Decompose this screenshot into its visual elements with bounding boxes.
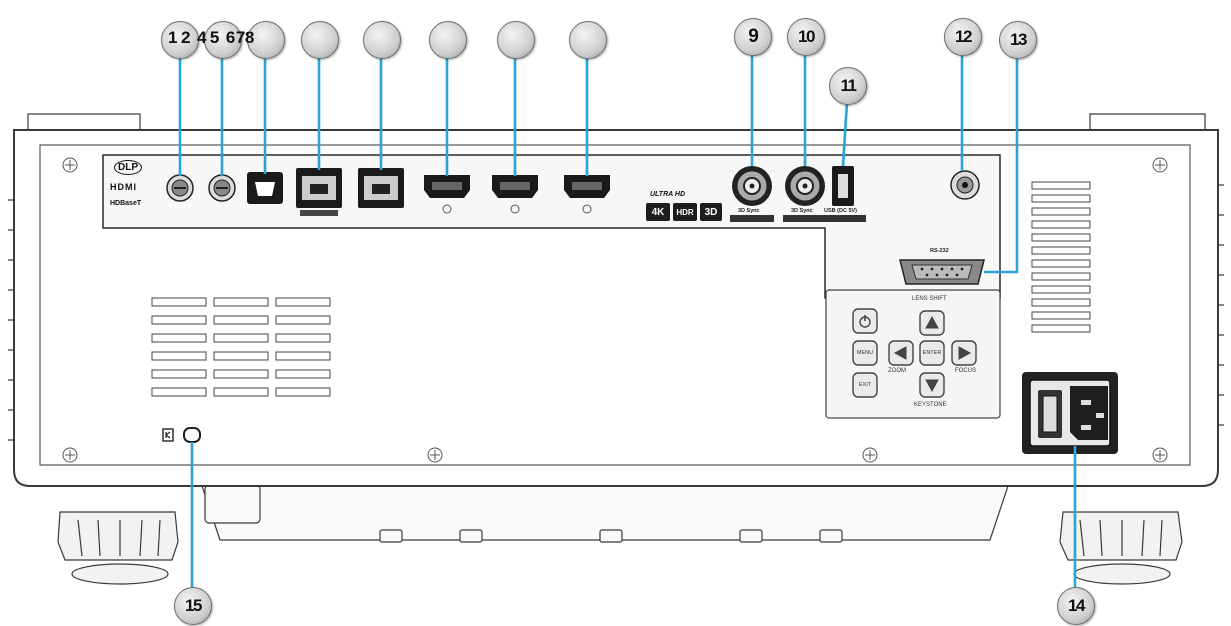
port-rj45 xyxy=(358,168,404,208)
hdmi-logo: HDMI xyxy=(110,182,137,192)
keypad-lens-shift-label: LENS SHIFT xyxy=(912,296,947,302)
label-usb-power: USB (DC 5V) xyxy=(824,208,857,214)
badge-hdr: HDR xyxy=(673,203,697,221)
keypad-exit-button: EXIT xyxy=(853,382,877,388)
callout-label-4: 4 xyxy=(197,28,206,50)
port-audio-out xyxy=(951,171,979,199)
bottom-chassis xyxy=(200,480,1010,542)
keypad-enter-button: ENTER xyxy=(920,350,944,356)
dlp-logo: DLP xyxy=(114,160,142,175)
label-3d-sync-out: 3D Sync xyxy=(791,208,813,214)
callout-blank-hdmi-2 xyxy=(497,21,535,59)
callout-9: 9 xyxy=(734,18,772,56)
callout-blank-rj45 xyxy=(363,21,401,59)
callout-label-7: 7 xyxy=(236,28,245,50)
keypad-zoom-label: ZOOM xyxy=(888,368,906,374)
callout-11: 11 xyxy=(829,67,867,105)
callout-blank-hdmi-1 xyxy=(429,21,467,59)
foot-left xyxy=(58,512,178,584)
port-ir-front xyxy=(167,175,193,201)
callout-blank-hdbaset xyxy=(301,21,339,59)
label-3d-sync-in: 3D Sync xyxy=(738,208,760,214)
callout-label-2: 2 xyxy=(181,28,190,50)
power-inlet xyxy=(1022,372,1118,454)
callout-14: 14 xyxy=(1057,587,1095,625)
label-rs232: RS-232 xyxy=(930,248,949,254)
keypad-focus-label: FOCUS xyxy=(955,368,976,374)
keypad-menu-button: MENU xyxy=(853,350,877,356)
hdbaset-logo: HDBaseT xyxy=(110,200,141,207)
callout-13: 13 xyxy=(999,21,1037,59)
badge-4k: 4K xyxy=(646,203,670,221)
port-usb-b xyxy=(247,172,283,204)
callout-blank-hdmi-3 xyxy=(569,21,607,59)
port-rs232 xyxy=(900,260,984,284)
foot-right xyxy=(1060,512,1182,584)
callout-label-5: 5 xyxy=(210,28,219,50)
callout-label-6: 6 xyxy=(226,28,235,50)
callout-label-8: 8 xyxy=(245,28,254,50)
ultrahd-logo: ULTRA HD xyxy=(650,191,685,198)
callout-15: 15 xyxy=(174,587,212,625)
badge-3d: 3D xyxy=(700,203,722,221)
keypad-keystone-label: KEYSTONE xyxy=(914,402,947,408)
callout-10: 10 xyxy=(787,18,825,56)
port-ir-rear xyxy=(209,175,235,201)
callout-12: 12 xyxy=(944,18,982,56)
callout-label-1: 1 xyxy=(168,28,177,50)
